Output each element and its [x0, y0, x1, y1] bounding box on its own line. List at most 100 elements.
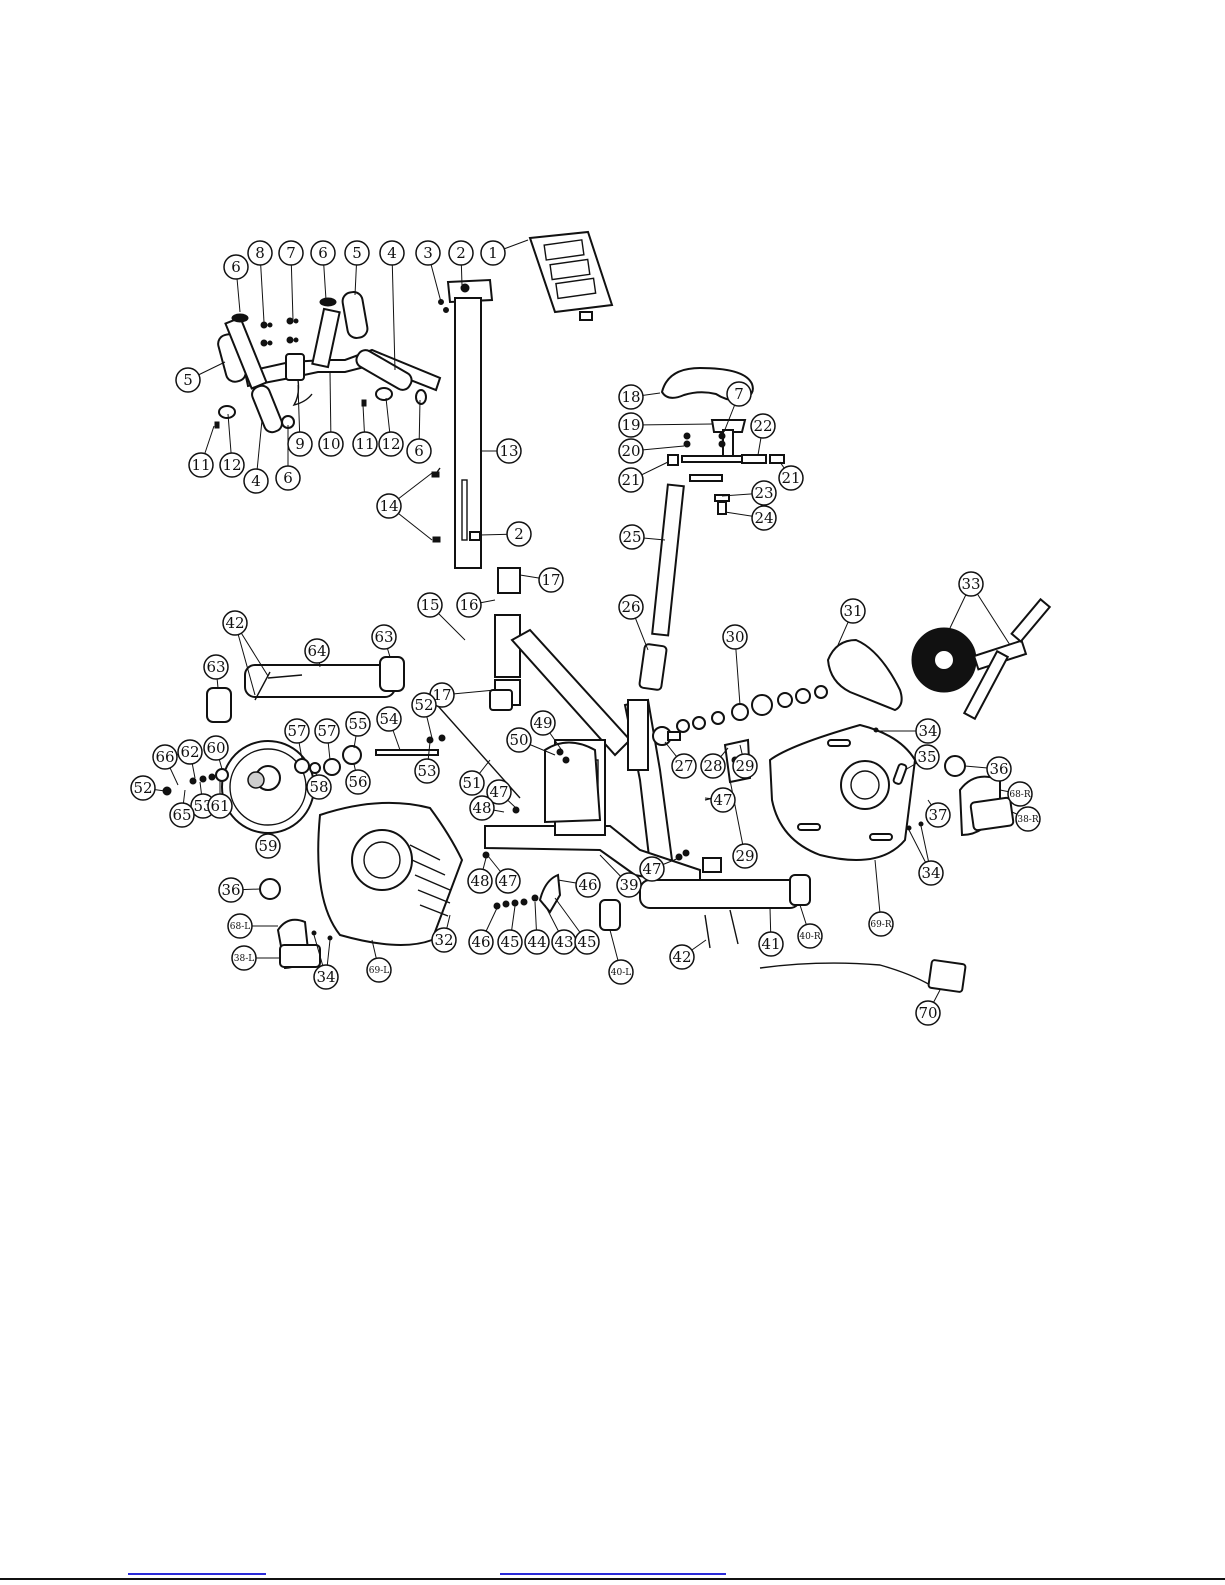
callout-number: 52: [414, 696, 433, 714]
callout-number: 47: [489, 783, 508, 801]
callout-34: 34: [919, 861, 943, 885]
callout-number: 41: [761, 935, 780, 953]
callout-number: 29: [735, 847, 754, 865]
callout-63: 63: [204, 655, 228, 679]
callout-number: 44: [527, 933, 546, 951]
callout-4: 4: [244, 469, 268, 493]
callout-54: 54: [377, 707, 401, 731]
callout-number: 39: [619, 876, 638, 894]
callout-7: 7: [727, 382, 751, 406]
callout-5: 5: [345, 241, 369, 265]
callout-number: 22: [753, 417, 772, 435]
callout-number: 6: [318, 244, 328, 262]
callout-number: 50: [509, 731, 528, 749]
callout-48: 48: [470, 796, 494, 820]
callout-21: 21: [619, 468, 643, 492]
callout-5: 5: [176, 368, 200, 392]
leader-line: [392, 253, 395, 370]
callout-number: 7: [734, 385, 744, 403]
callout-number: 53: [417, 762, 436, 780]
callout-45: 45: [498, 930, 522, 954]
callout-number: 34: [918, 722, 937, 740]
callout-6: 6: [311, 241, 335, 265]
callout-38-l: 38-L: [232, 946, 256, 970]
footer-link-center[interactable]: [500, 1573, 726, 1575]
callout-63: 63: [372, 625, 396, 649]
callout-number: 61: [210, 797, 229, 815]
callout-19: 19: [619, 413, 643, 437]
callout-47: 47: [496, 869, 520, 893]
callout-number: 56: [348, 773, 367, 791]
callout-45: 45: [575, 930, 599, 954]
callout-number: 7: [286, 244, 296, 262]
callout-62: 62: [178, 740, 202, 764]
callout-number: 64: [307, 642, 326, 660]
callout-number: 54: [379, 710, 398, 728]
callout-70: 70: [916, 1001, 940, 1025]
callout-number: 37: [928, 806, 947, 824]
callout-number: 15: [420, 596, 439, 614]
handlebar-part: [216, 291, 440, 435]
callout-18: 18: [619, 385, 643, 409]
callout-52: 52: [131, 776, 155, 800]
callout-number: 40-L: [611, 968, 631, 978]
callout-40-r: 40-R: [798, 924, 822, 948]
callout-number: 4: [251, 472, 261, 490]
callout-8: 8: [248, 241, 272, 265]
callout-26: 26: [619, 595, 643, 619]
callout-number: 36: [989, 760, 1008, 778]
callout-number: 48: [472, 799, 491, 817]
callout-52: 52: [412, 693, 436, 717]
callout-33: 33: [959, 572, 983, 596]
callout-36: 36: [219, 878, 243, 902]
callout-number: 18: [621, 388, 640, 406]
callout-number: 49: [533, 714, 552, 732]
callout-32: 32: [432, 928, 456, 952]
callout-number: 27: [674, 757, 693, 775]
callout-53: 53: [415, 759, 439, 783]
callout-number: 55: [348, 715, 367, 733]
callout-number: 58: [309, 778, 328, 796]
callout-10: 10: [319, 432, 343, 456]
callout-6: 6: [276, 466, 300, 490]
callout-11: 11: [189, 453, 213, 477]
callout-23: 23: [752, 481, 776, 505]
callout-12: 12: [220, 453, 244, 477]
footer-link-left[interactable]: [128, 1573, 266, 1575]
callout-number: 12: [222, 456, 241, 474]
callout-number: 46: [471, 933, 490, 951]
callout-number: 36: [221, 881, 240, 899]
callout-number: 42: [225, 614, 244, 632]
callout-20: 20: [619, 439, 643, 463]
callout-number: 19: [621, 416, 640, 434]
callout-number: 65: [172, 806, 191, 824]
callout-16: 16: [457, 593, 481, 617]
callout-31: 31: [841, 599, 865, 623]
callout-number: 23: [754, 484, 773, 502]
callout-number: 68-R: [1009, 790, 1030, 800]
callout-number: 47: [642, 860, 661, 878]
callout-number: 11: [191, 456, 210, 474]
callout-number: 5: [183, 371, 193, 389]
callout-number: 16: [459, 596, 478, 614]
callout-number: 46: [578, 876, 597, 894]
callout-number: 20: [621, 442, 640, 460]
callout-14: 14: [377, 494, 401, 518]
callout-60: 60: [204, 736, 228, 760]
callout-number: 47: [713, 791, 732, 809]
callout-41: 41: [759, 932, 783, 956]
callout-number: 2: [456, 244, 466, 262]
callout-number: 32: [434, 931, 453, 949]
callout-68-l: 68-L: [228, 914, 252, 938]
handlebar-post-part: [448, 280, 492, 568]
callout-number: 21: [781, 469, 800, 487]
callout-number: 2: [514, 525, 524, 543]
callout-number: 6: [283, 469, 293, 487]
crank-hardware-part: [677, 686, 827, 732]
callout-number: 6: [231, 258, 241, 276]
callout-24: 24: [752, 506, 776, 530]
callout-48: 48: [468, 869, 492, 893]
callout-25: 25: [620, 525, 644, 549]
